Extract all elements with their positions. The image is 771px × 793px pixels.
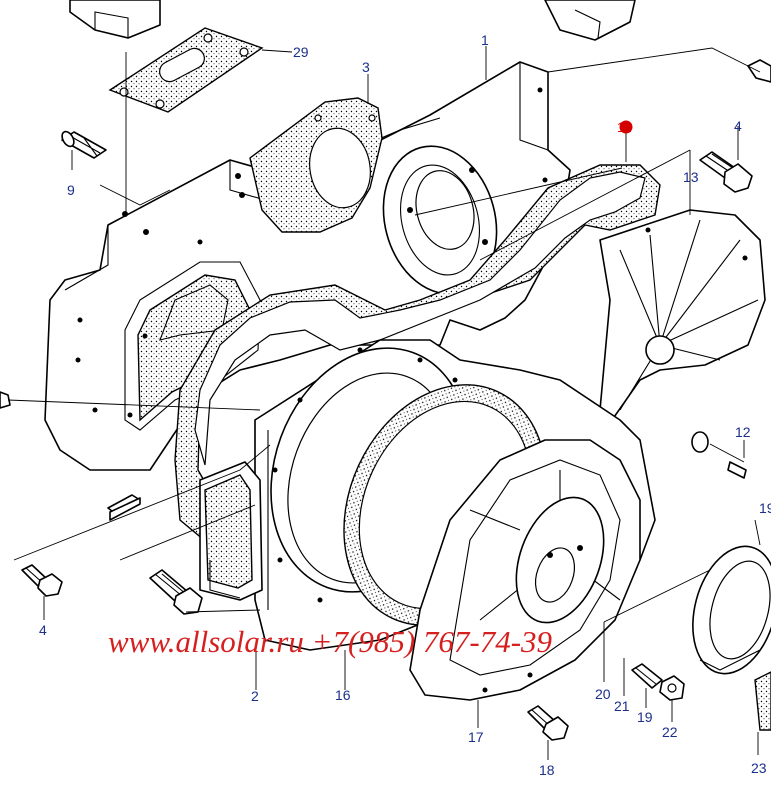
callout-16: 16 — [335, 687, 351, 703]
callout-labels: 29 3 1 11 4 9 13 12 19 4 2 16 17 18 20 2… — [39, 32, 771, 778]
main-housing-1 — [44, 61, 571, 471]
callout-29: 29 — [293, 44, 309, 60]
callout-4-left: 4 — [39, 622, 47, 638]
cover-plate-13 — [599, 209, 766, 421]
callout-3: 3 — [362, 59, 370, 75]
callout-18: 18 — [539, 762, 555, 778]
cover-17 — [409, 439, 641, 701]
callout-4-top: 4 — [734, 118, 742, 134]
bolt-9 — [61, 130, 107, 159]
bolt-near-2 — [149, 569, 203, 615]
part-23 — [754, 671, 771, 731]
top-left-clipped-part — [69, 0, 161, 39]
callout-1: 1 — [481, 32, 489, 48]
seal-left — [199, 461, 263, 601]
nut-22 — [659, 675, 685, 701]
gasket-3 — [249, 97, 383, 233]
callout-13: 13 — [683, 169, 699, 185]
bolt-4-top — [699, 151, 753, 193]
housing-bolt-holes — [75, 87, 548, 418]
leader-lines — [7, 46, 761, 760]
bolt-left-edge — [0, 391, 11, 409]
callout-11: 11 — [617, 119, 632, 135]
callout-9: 9 — [67, 182, 75, 198]
seal-ring-19 — [692, 545, 771, 675]
callout-2: 2 — [251, 688, 259, 704]
callout-23: 23 — [751, 760, 767, 776]
bolt-18 — [527, 705, 569, 741]
callout-21: 21 — [614, 698, 630, 714]
watermark-text: www.allsolar.ru +7(985) 767-74-39 — [108, 624, 552, 659]
bolt-top-right-edge — [747, 59, 771, 83]
callout-19-bottom: 19 — [637, 709, 653, 725]
pin-12 — [691, 431, 747, 479]
callout-19-top: 19 — [759, 500, 771, 516]
top-right-clipped-part — [544, 0, 636, 41]
callout-11-highlight-marker — [619, 120, 633, 134]
bolt-19-lower — [631, 663, 663, 689]
gasket-plate-29 — [108, 27, 264, 113]
callout-22: 22 — [662, 724, 678, 740]
tab-plate — [107, 494, 141, 521]
bolt-4-left — [21, 564, 63, 597]
callout-12: 12 — [735, 424, 751, 440]
callout-20: 20 — [595, 686, 611, 702]
callout-17: 17 — [468, 729, 484, 745]
